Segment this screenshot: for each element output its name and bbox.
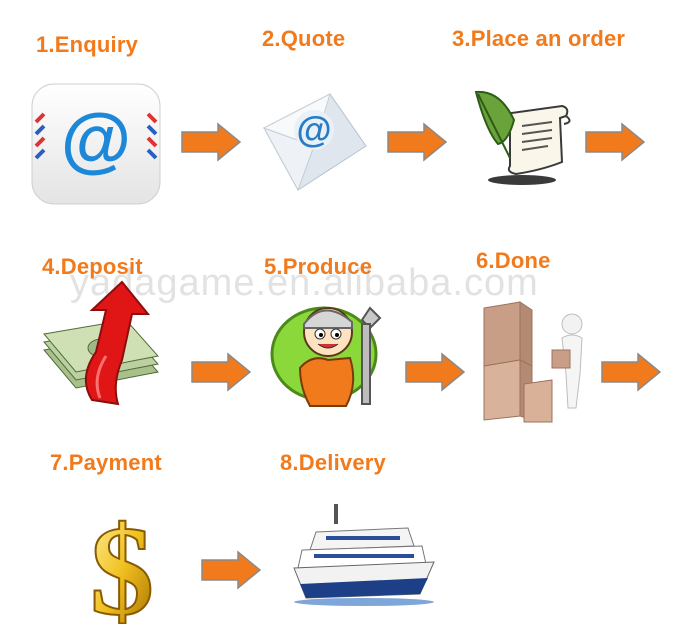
step-7-label: 7.Payment bbox=[50, 450, 162, 475]
ship-icon bbox=[293, 504, 435, 606]
boxes-person-icon bbox=[483, 301, 583, 423]
step-3-label: 3.Place an order bbox=[452, 26, 626, 51]
arrow-7-to-8 bbox=[201, 550, 262, 590]
step-2-label: 2.Quote bbox=[262, 26, 346, 51]
step-5-label: 5.Produce bbox=[264, 254, 373, 279]
svg-text:@: @ bbox=[61, 100, 131, 180]
arrow-6-to-7 bbox=[601, 352, 662, 392]
svg-text:$: $ bbox=[90, 506, 154, 624]
svg-text:@: @ bbox=[296, 109, 331, 150]
arrow-2-to-3 bbox=[387, 122, 448, 162]
arrow-5-to-6 bbox=[405, 352, 466, 392]
arrow-4-to-5 bbox=[191, 352, 252, 392]
watermark: yadagame.en.alibaba.com bbox=[70, 262, 539, 304]
arrow-3-to-4 bbox=[585, 122, 646, 162]
step-4-label: 4.Deposit bbox=[42, 254, 143, 279]
envelope-at-icon: @ bbox=[262, 93, 367, 192]
step-1-label: 1.Enquiry bbox=[36, 32, 139, 57]
worker-wrench-icon bbox=[270, 306, 382, 407]
step-8-label: 8.Delivery bbox=[280, 450, 386, 475]
step-6-label: 6.Done bbox=[476, 248, 551, 273]
quill-scroll-icon bbox=[474, 90, 571, 185]
email-at-icon: @ bbox=[31, 83, 161, 205]
arrow-1-to-2 bbox=[181, 122, 242, 162]
dollar-sign-icon: $ bbox=[89, 506, 155, 624]
money-arrow-icon bbox=[43, 280, 159, 406]
